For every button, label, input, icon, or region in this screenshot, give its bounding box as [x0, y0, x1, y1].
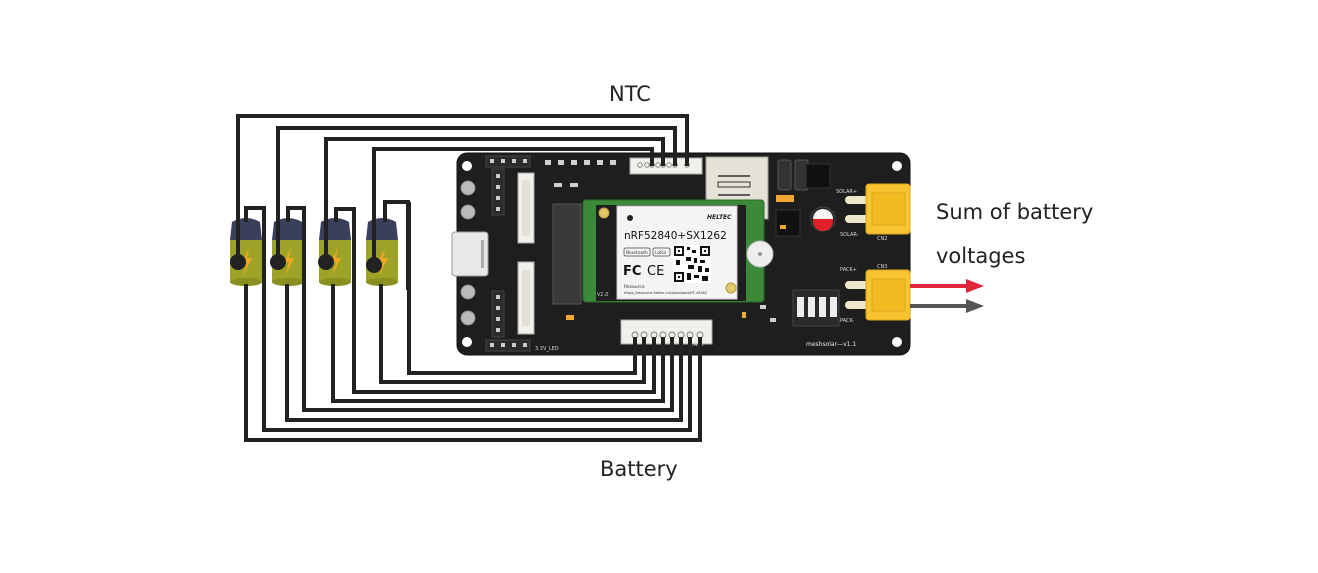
meshsolar-board: HELTEC nRF52840+SX1262 Bluetooth LoRa FC… — [451, 152, 911, 356]
battery-cell — [319, 218, 351, 286]
battery-wire — [244, 284, 702, 442]
lightning-bolt-icon — [378, 248, 388, 276]
battery-cell — [366, 218, 398, 286]
ntc-connector-cn9 — [629, 157, 703, 175]
module-brand: HELTEC — [707, 214, 732, 221]
silk-cn2: CN2 — [877, 236, 887, 242]
battery-wire — [262, 290, 692, 432]
ntc-wire — [372, 147, 654, 265]
usb-c-port — [451, 231, 489, 277]
cell-link-wire — [383, 200, 410, 290]
ce-mark: CE — [647, 264, 664, 279]
battery-wire — [379, 284, 646, 384]
mounting-hole — [892, 337, 902, 347]
m2-slot — [552, 203, 582, 305]
diode — [777, 159, 792, 191]
ntc-sensor-dot — [366, 257, 382, 273]
badge-lora: LoRa — [655, 250, 666, 256]
module-resource-url: https://resource.heltec.cn/download/HT-n… — [624, 291, 707, 295]
lightning-bolt-icon — [242, 248, 252, 276]
cell-bottom — [230, 278, 262, 286]
module-version: V1.0 — [597, 292, 608, 298]
heltec-module: HELTEC nRF52840+SX1262 Bluetooth LoRa FC… — [582, 199, 765, 303]
pin-header-left-bottom — [491, 290, 505, 338]
silk-cn3: CN3 — [877, 264, 887, 270]
ntc-sensor-dot — [318, 254, 334, 270]
cell-bottom — [272, 278, 304, 286]
antenna-connector — [725, 282, 737, 294]
cell-link-wire — [244, 206, 266, 290]
ntc-sensor-dots — [230, 254, 382, 273]
xt-connector-pack — [845, 269, 911, 321]
mounting-hole — [892, 161, 902, 171]
fcc-mark: FC — [623, 264, 641, 279]
output-arrow-positive — [910, 279, 984, 293]
module-title: nRF52840+SX1262 — [624, 230, 727, 242]
ntc-wire — [236, 114, 689, 262]
cell-top-loops — [244, 200, 410, 290]
board-name: meshsolar—v1.1 — [806, 341, 856, 348]
electrolytic-capacitor — [810, 206, 836, 232]
battery-wire — [302, 290, 674, 412]
ntc-sensor-dot — [230, 254, 246, 270]
cell-bottom — [366, 278, 398, 286]
cell-cap — [366, 218, 398, 240]
ntc-wires — [236, 114, 689, 265]
lightning-bolt-icon — [284, 248, 294, 276]
mounting-hole — [462, 337, 472, 347]
ntc-wire — [324, 137, 665, 262]
battery-wire — [352, 290, 656, 394]
silk-pack-minus: PACK- — [840, 318, 854, 324]
silk-led: 3.3V_LED — [535, 346, 559, 352]
ic-chip — [775, 209, 801, 237]
badge-bluetooth: Bluetooth — [626, 250, 648, 256]
antenna-connector — [598, 207, 610, 219]
ic-chip — [805, 163, 831, 189]
sum-of-battery-voltages-label-line2: voltages — [936, 244, 1026, 268]
dip-switch — [792, 289, 840, 327]
cell-bottom — [319, 278, 351, 286]
pin-header-top — [485, 155, 531, 168]
mounting-hole — [462, 161, 472, 171]
output-arrow-negative — [910, 299, 984, 313]
silk-solar-minus: SOLAR- — [840, 232, 859, 238]
battery-wire — [285, 284, 683, 422]
cell-link-wire — [286, 206, 306, 290]
capacitor — [776, 195, 794, 202]
battery-label: Battery — [600, 457, 678, 481]
lightning-bolt-icon — [331, 248, 341, 276]
silk-solar-plus: SOLAR+ — [836, 189, 857, 195]
qr-code — [673, 245, 711, 283]
silk-pack-plus: PACK+ — [840, 267, 857, 273]
tactile-buttons — [460, 180, 476, 326]
ntc-label: NTC — [609, 82, 651, 106]
sum-of-battery-voltages-label-line1: Sum of battery — [936, 200, 1094, 224]
ntc-sensor-dot — [270, 254, 286, 270]
jst-connector-lower — [517, 261, 535, 335]
battery-cell — [230, 218, 262, 286]
pin-header-left-top — [491, 168, 505, 216]
battery-wire — [331, 284, 665, 403]
pin-header-bottom — [485, 339, 531, 352]
module-resource-label: Resource — [624, 284, 645, 290]
silk-cn16: CN16 — [690, 342, 704, 348]
jst-connector-upper — [517, 172, 535, 244]
battery-wires — [244, 202, 702, 442]
xt-connector-solar — [845, 183, 911, 235]
ntc-wire — [276, 126, 677, 262]
cell-link-wire — [334, 207, 356, 290]
